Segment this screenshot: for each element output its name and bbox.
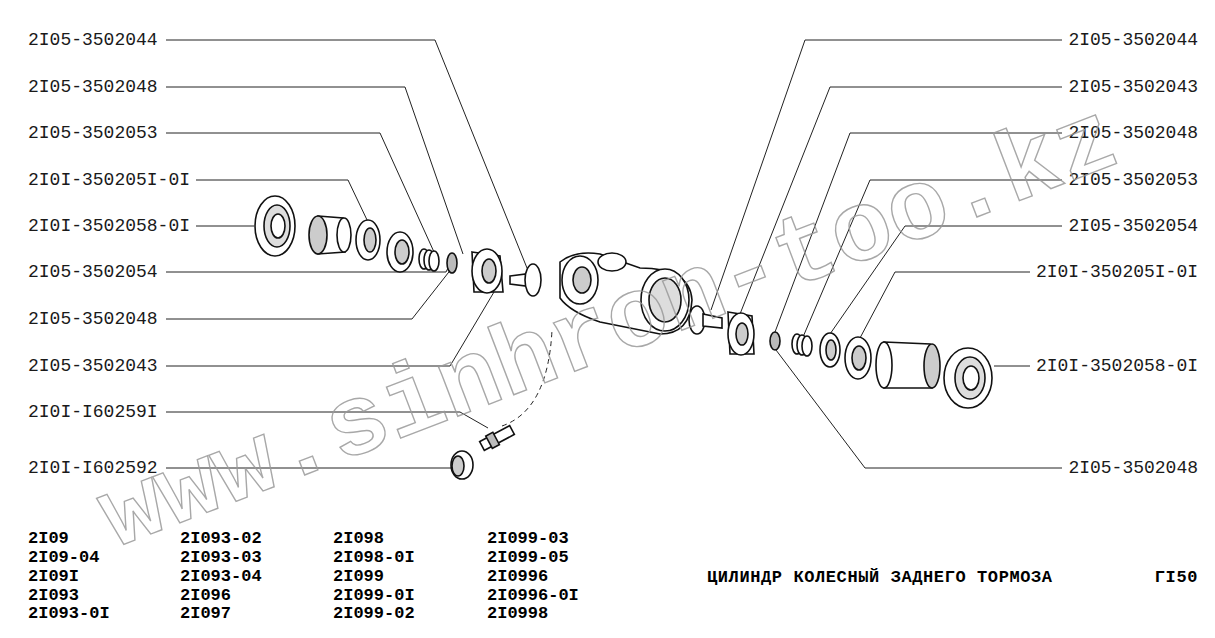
piston-face [924, 344, 940, 388]
model-code: 2I093-04 [180, 568, 262, 585]
seal-ring [820, 333, 840, 367]
screw-head [525, 264, 541, 296]
model-code: 2I099-05 [487, 549, 569, 566]
leader-line [166, 268, 452, 319]
spring-coil [429, 251, 439, 271]
watermark: www.sinhron-too.kz [88, 90, 1132, 570]
part-number: 2I05-3502048 [28, 78, 158, 96]
leader-line [166, 87, 463, 254]
model-code: 2I093-03 [180, 549, 262, 566]
bleeder-hex [486, 432, 500, 448]
piston-face [309, 216, 327, 254]
model-code: 2I093 [28, 587, 79, 604]
seal-ring [387, 232, 413, 272]
model-code: 2I09I [28, 568, 79, 585]
body-boss [598, 253, 626, 271]
seal-cup-inner [364, 228, 376, 252]
boot [944, 348, 992, 408]
thrust-ring-face [472, 249, 502, 293]
thrust-ring-hole [482, 259, 496, 283]
part-number: 2I0I-I60259I [28, 403, 158, 421]
model-code: 2I09-04 [28, 549, 99, 566]
page-code: ГI50 [1155, 569, 1198, 586]
seal-cup-inner [852, 346, 866, 370]
model-code: 2I098 [333, 530, 384, 547]
model-code: 2I097 [180, 605, 231, 622]
part-number: 2I05-3502054 [1068, 217, 1198, 235]
model-code: 2I099 [333, 568, 384, 585]
boot-ring [264, 205, 290, 247]
part-number: 2I05-3502053 [28, 124, 158, 142]
part-number: 2I05-3502054 [28, 263, 158, 281]
piston-end [876, 342, 892, 388]
leader-line [994, 366, 1030, 367]
boot-hole [963, 366, 979, 390]
model-code: 2I099-0I [333, 587, 415, 604]
leader-line [196, 226, 254, 227]
model-code: 2I0996-0I [487, 587, 579, 604]
seal-cup [845, 337, 871, 379]
part-number: 2I0I-3502058-0I [28, 217, 190, 235]
part-number: 2I0I-350205I-0I [1036, 263, 1198, 281]
model-code: 2I098-0I [333, 549, 415, 566]
part-number: 2I05-3502048 [28, 310, 158, 328]
model-code: 2I099-02 [333, 605, 415, 622]
model-code: 2I0996 [487, 568, 548, 585]
model-code: 2I099-03 [487, 530, 569, 547]
leader-line [166, 40, 527, 268]
piston-end [337, 218, 351, 252]
leader-line [860, 272, 1030, 338]
part-number: 2I05-3502048 [1068, 459, 1198, 477]
bleeder-cap-end [452, 456, 464, 476]
washer [447, 253, 457, 273]
model-code: 2I093-0I [28, 605, 110, 622]
boot [255, 196, 295, 256]
part-number: 2I0I-350205I-0I [28, 171, 190, 189]
part-number: 2I05-3502044 [28, 31, 158, 49]
model-code: 2I096 [180, 587, 231, 604]
seal-ring-inner [395, 240, 409, 264]
washer [770, 332, 780, 350]
boot-hole [271, 214, 285, 238]
seal-ring-inner [826, 340, 836, 360]
screw-stem [510, 274, 526, 286]
seal-cup [356, 220, 380, 260]
model-code: 2I09 [28, 530, 69, 547]
spring-coil [802, 336, 812, 356]
model-code: 2I0998 [487, 605, 548, 622]
diagram-title: ЦИЛИНДР КОЛЕСНЫЙ ЗАДНЕГО ТОРМОЗА [707, 569, 1053, 586]
part-number: 2I0I-3502058-0I [1036, 357, 1198, 375]
boot-ring [955, 357, 985, 399]
bleeder-cap [451, 451, 473, 479]
part-number: 2I05-3502044 [1068, 31, 1198, 49]
part-number: 2I05-3502043 [28, 357, 158, 375]
